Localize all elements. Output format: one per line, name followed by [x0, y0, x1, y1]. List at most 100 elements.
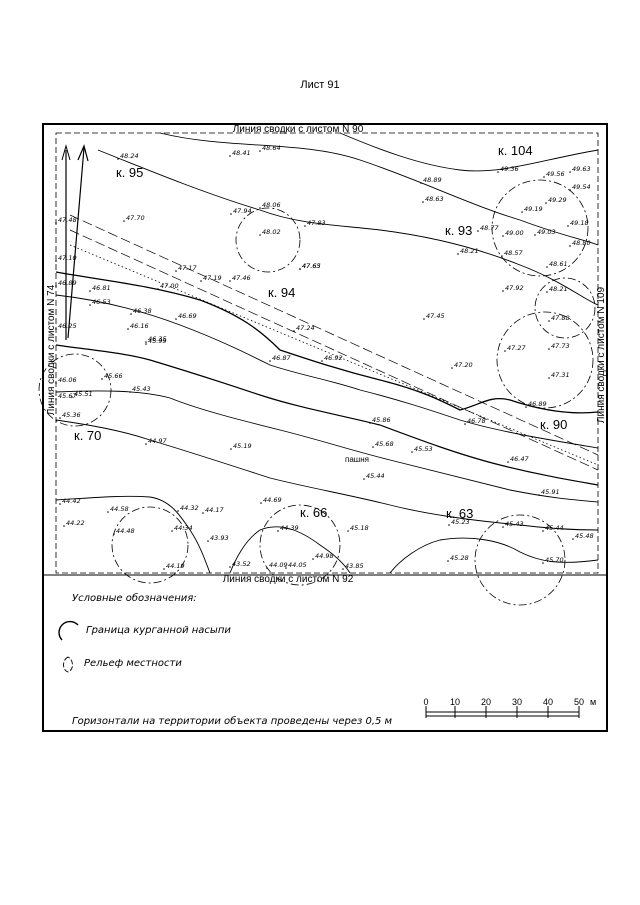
- edge-label-top: Линия сводки с листом N 90: [233, 124, 364, 135]
- elevation-label: 44.48: [116, 527, 135, 535]
- elevation-point: [569, 171, 571, 173]
- elevation-point: [55, 285, 57, 287]
- elevation-point: [504, 350, 506, 352]
- elevation-label: 46.78: [467, 417, 486, 425]
- elevation-label: 49.54: [572, 183, 591, 191]
- elevation-label: 48.77: [480, 224, 499, 232]
- legend-symbols: [58, 620, 79, 673]
- kurgan-boundary: [111, 506, 189, 584]
- elevation-label: 45.70: [545, 556, 564, 564]
- elevation-point: [545, 202, 547, 204]
- elevation-label: 49.29: [548, 196, 567, 204]
- kurgan-label: к. 66: [300, 505, 327, 520]
- elevation-point: [89, 304, 91, 306]
- scale-tick-label: 10: [450, 697, 460, 707]
- legend-relief: Рельеф местности: [84, 658, 182, 669]
- elevation-label: 46.06: [58, 376, 77, 384]
- elevation-point: [113, 533, 115, 535]
- elevation-label: 47.88: [551, 314, 570, 322]
- elevation-point: [266, 567, 268, 569]
- contour-line: [55, 495, 211, 574]
- elevation-label: 47.31: [551, 371, 570, 379]
- elevation-point: [202, 512, 204, 514]
- elevation-point: [543, 176, 545, 178]
- kurgan-label: к. 93: [445, 223, 472, 238]
- elevation-point: [285, 567, 287, 569]
- elevation-point: [451, 367, 453, 369]
- elevation-point: [567, 225, 569, 227]
- elevation-point: [277, 530, 279, 532]
- kurgan-label: к. 104: [498, 143, 533, 158]
- elevation-label: 47.20: [454, 361, 473, 369]
- elevation-point: [423, 318, 425, 320]
- kurgan-label: к. 70: [74, 428, 101, 443]
- elevation-label: 49.56: [546, 170, 565, 178]
- scale-tick-label: 30: [512, 697, 522, 707]
- elevation-point: [548, 348, 550, 350]
- elevation-point: [372, 446, 374, 448]
- elevation-point: [259, 234, 261, 236]
- elevation-point: [507, 461, 509, 463]
- elevation-point: [200, 280, 202, 282]
- contour-line: [55, 344, 599, 486]
- elevation-point: [55, 328, 57, 330]
- contour-line: [97, 149, 599, 306]
- elevation-label: 49.00: [505, 229, 524, 237]
- elevation-label: 45.44: [545, 524, 564, 532]
- elevation-label: 47.83: [307, 219, 326, 227]
- elevation-label: 46.16: [130, 322, 149, 330]
- elevation-point: [546, 291, 548, 293]
- elevation-label: 46.87: [272, 354, 291, 362]
- elevation-label: 48.24: [120, 152, 139, 160]
- elevation-label: 44.98: [315, 552, 334, 560]
- elevation-label: 46.53: [92, 298, 111, 306]
- elevation-point: [447, 560, 449, 562]
- elevation-point: [55, 398, 57, 400]
- contour-line: [389, 537, 599, 574]
- elevation-label: 46.35: [148, 335, 167, 343]
- elevation-label: 48.80: [572, 239, 591, 247]
- elevation-point: [177, 510, 179, 512]
- linear-features: [69, 214, 599, 471]
- elevation-point: [502, 235, 504, 237]
- kurgan-boundary: [235, 207, 301, 273]
- elevation-label: 45.44: [366, 472, 385, 480]
- elevation-label: 44.19: [166, 562, 185, 570]
- elevation-point: [411, 451, 413, 453]
- scale-tick-label: 40: [543, 697, 553, 707]
- elevation-point: [55, 260, 57, 262]
- elevation-point: [175, 270, 177, 272]
- kurgan-boundary: [38, 353, 112, 427]
- elevation-label: 47.46: [232, 274, 251, 282]
- elevation-point: [229, 155, 231, 157]
- elevation-label: 45.23: [451, 518, 470, 526]
- elevation-point: [521, 211, 523, 213]
- elevation-point: [59, 417, 61, 419]
- elevation-label: 46.25: [58, 322, 77, 330]
- elevation-point: [525, 406, 527, 408]
- kurgan-boundary: [496, 311, 594, 409]
- map-boundary: [55, 132, 599, 574]
- elevation-point: [299, 268, 301, 270]
- elevation-label: 44.22: [66, 519, 85, 527]
- elevation-point: [259, 207, 261, 209]
- elevation-label: 49.36: [500, 165, 519, 173]
- kurgan-boundary: [534, 277, 596, 339]
- elevation-point: [129, 391, 131, 393]
- elevation-label: 47.70: [126, 214, 145, 222]
- elevation-point: [163, 568, 165, 570]
- scale-bar: [425, 706, 580, 718]
- elevation-label: 47.65: [302, 262, 321, 270]
- elevation-label: 47.19: [203, 274, 222, 282]
- elevation-label: 49.18: [570, 219, 589, 227]
- elevation-label: 43.52: [232, 560, 251, 568]
- kurgan-label: к. 90: [540, 417, 567, 432]
- kurgan-boundary: [259, 504, 341, 586]
- elevation-point: [207, 540, 209, 542]
- elevation-label: 45.66: [104, 372, 123, 380]
- elevation-label: 47.48: [58, 216, 77, 224]
- relief-symbol: [63, 656, 73, 673]
- elevation-label: 47.94: [233, 207, 252, 215]
